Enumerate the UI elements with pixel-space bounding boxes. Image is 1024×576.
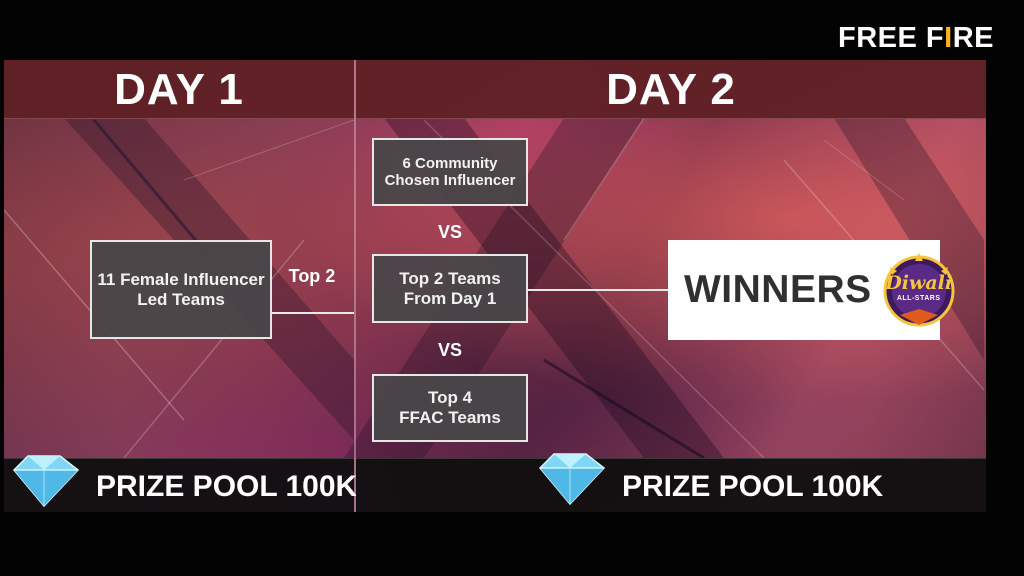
day2-prize-label: PRIZE POOL 100K: [622, 470, 884, 503]
box-content: Top 4 FFAC Teams: [399, 388, 501, 427]
day-divider: [354, 60, 356, 512]
connector-line: [528, 289, 668, 291]
box-content: 11 Female Influencer Led Teams: [97, 270, 264, 309]
female-influencer-teams-box: 11 Female Influencer Led Teams: [90, 240, 272, 339]
box-line: Top 4: [427, 388, 473, 408]
box-line: 11 Female Influencer: [97, 269, 265, 289]
diamond-icon: [12, 455, 80, 508]
day1-prize-label: PRIZE POOL 100K: [96, 470, 358, 503]
box-line: Chosen Influencer: [384, 172, 516, 189]
badge-script: Diwali: [885, 272, 953, 294]
winners-label: WINNERS: [684, 268, 872, 311]
badge-graphic: [883, 253, 955, 327]
box-line: Led Teams: [137, 289, 225, 309]
diamond-icon: [538, 453, 606, 506]
connector-line: [272, 312, 354, 314]
top4-ffac-teams-box: Top 4 FFAC Teams: [372, 374, 528, 442]
day2-header: DAY 2: [356, 60, 986, 119]
badge-subtitle: ALL-STARS: [896, 295, 941, 302]
logo-flame-letter: I: [944, 22, 953, 54]
bracket-panel: DAY 1 DAY 2 11 Female Influencer Led Tea…: [4, 60, 986, 512]
logo-text-part: RE: [952, 22, 994, 54]
versus-label: VS: [437, 222, 462, 242]
box-line: 6 Community: [402, 154, 498, 172]
box-line: From Day 1: [403, 288, 497, 308]
winners-box: WINNERS Diwali ALL-STARS: [668, 240, 955, 340]
box-line: FFAC Teams: [399, 408, 501, 427]
diwali-badge-icon: Diwali ALL-STARS: [880, 253, 955, 327]
box-content: 6 Community Chosen Influencer: [385, 155, 516, 190]
top2-teams-box: Top 2 Teams From Day 1: [372, 254, 528, 323]
community-influencer-box: 6 Community Chosen Influencer: [372, 138, 528, 206]
versus-label: VS: [437, 340, 462, 360]
day2-prize-bar: PRIZE POOL 100K: [356, 458, 986, 512]
logo-text-part: FREE F: [838, 22, 945, 54]
box-line: Top 2 Teams: [399, 268, 501, 288]
free-fire-logo: FREE FIRE: [838, 20, 994, 56]
advance-label: Top 2: [288, 266, 336, 286]
box-content: Top 2 Teams From Day 1: [399, 269, 500, 308]
day1-header: DAY 1: [4, 60, 354, 119]
